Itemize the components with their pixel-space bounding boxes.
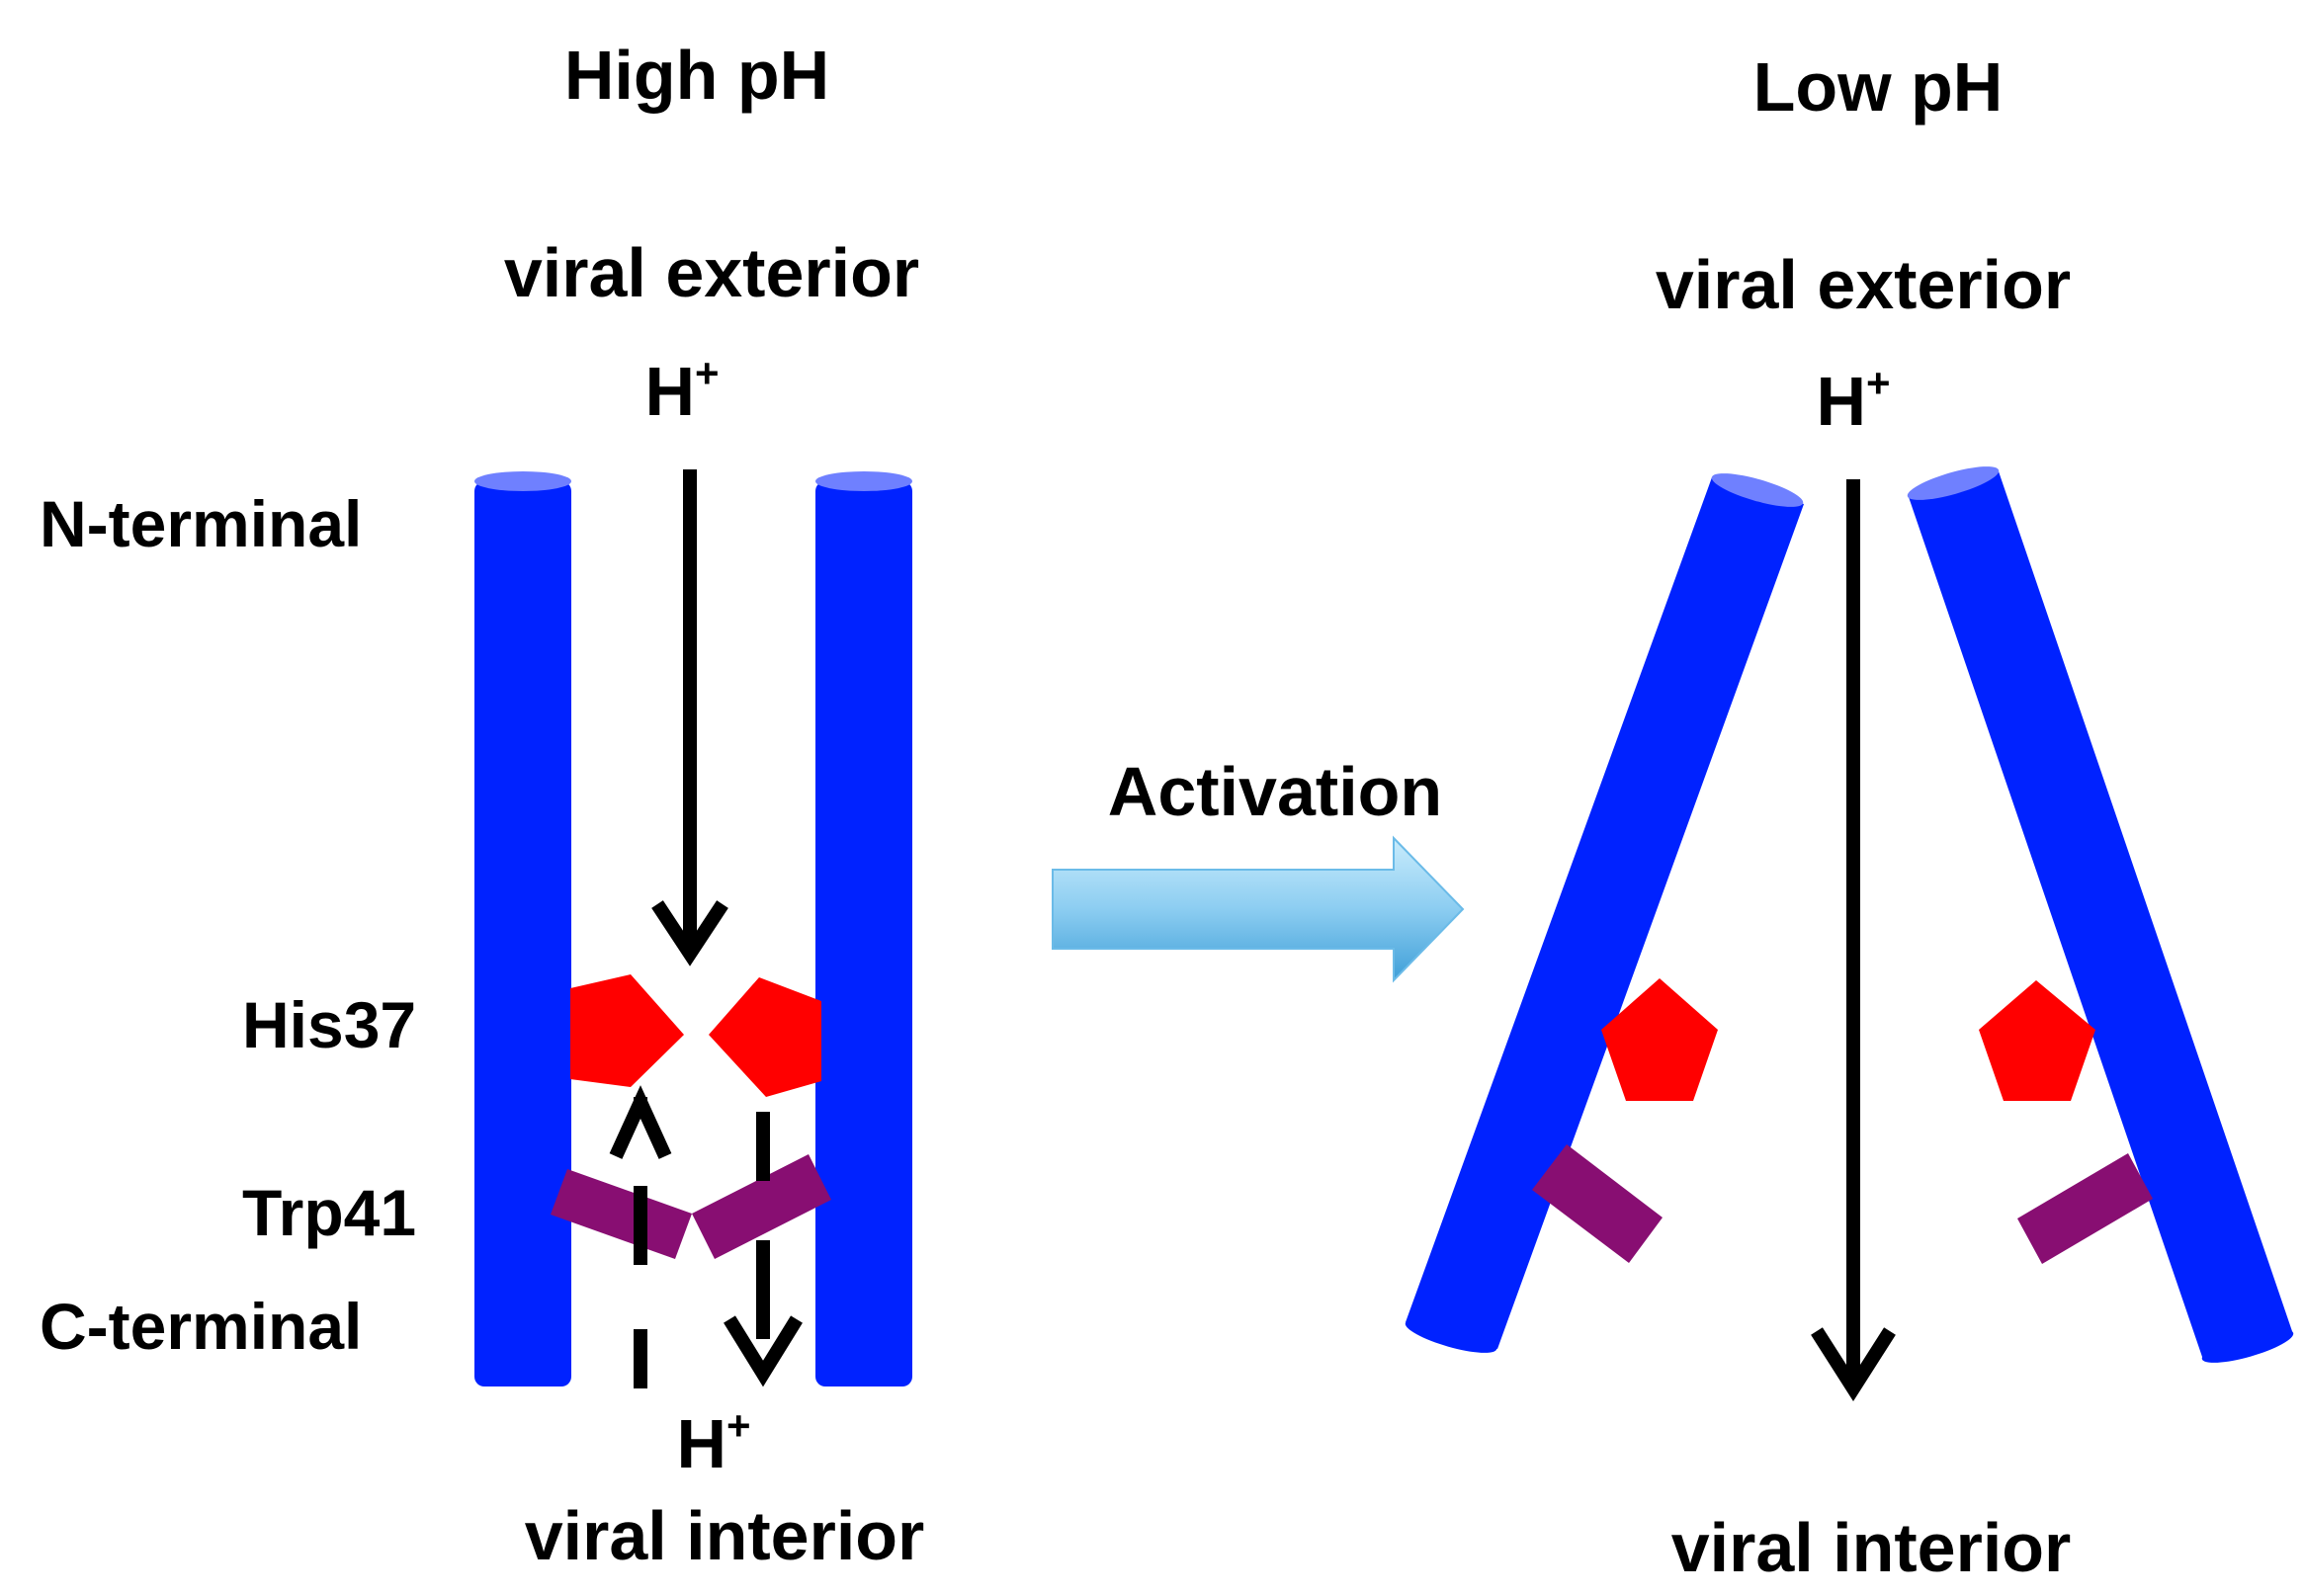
n-terminal-label: N-terminal [40,487,362,560]
low-ph-panel: Low pH viral exterior H+ viral interior [1405,48,2294,1586]
trp41-residue-left [551,1169,692,1259]
left-dashed-down-arrow [724,1112,803,1387]
left-proton-bottom-symbol: H [676,1405,726,1482]
right-trp41-residue-right [2017,1153,2153,1264]
right-trp41-residue-left [1532,1144,1663,1263]
trp41-residue-right [692,1154,831,1259]
low-ph-title: Low pH [1753,48,2004,126]
his37-label: His37 [242,988,416,1061]
his37-residue-left [570,974,684,1087]
right-helix-a [1405,473,1804,1353]
right-his37-residue-right [1979,980,2095,1101]
left-proton-top-charge: + [695,350,720,396]
left-viral-interior-label: viral interior [525,1497,925,1574]
trp41-label: Trp41 [242,1176,416,1249]
left-helix-b [815,471,912,1386]
left-helix-a [474,471,571,1386]
left-proton-top: H+ [644,350,719,430]
right-proton-flow-arrow [1811,479,1896,1402]
activation-arrow [1052,835,1465,983]
right-viral-exterior-label: viral exterior [1656,246,2071,323]
left-proton-bottom-charge: + [726,1402,751,1449]
left-proton-top-symbol: H [644,353,695,430]
high-ph-panel: High pH viral exterior H+ N-terminal His… [40,37,924,1574]
right-his37-residue-left [1601,978,1718,1101]
left-viral-exterior-label: viral exterior [504,234,919,311]
his37-residue-right [709,977,821,1097]
high-ph-title: High pH [564,37,829,114]
c-terminal-label: C-terminal [40,1290,362,1363]
activation-transition: Activation [1052,753,1465,983]
right-proton-top-charge: + [1866,360,1891,406]
left-dashed-up-arrow [609,1085,672,1388]
right-proton-top-symbol: H [1816,363,1866,440]
left-proton-bottom: H+ [676,1402,750,1482]
right-proton-top: H+ [1816,360,1890,440]
right-viral-interior-label: viral interior [1671,1509,2072,1586]
left-proton-inflow-arrow [651,469,728,966]
right-helix-b [1907,466,2294,1363]
activation-label: Activation [1108,753,1442,830]
